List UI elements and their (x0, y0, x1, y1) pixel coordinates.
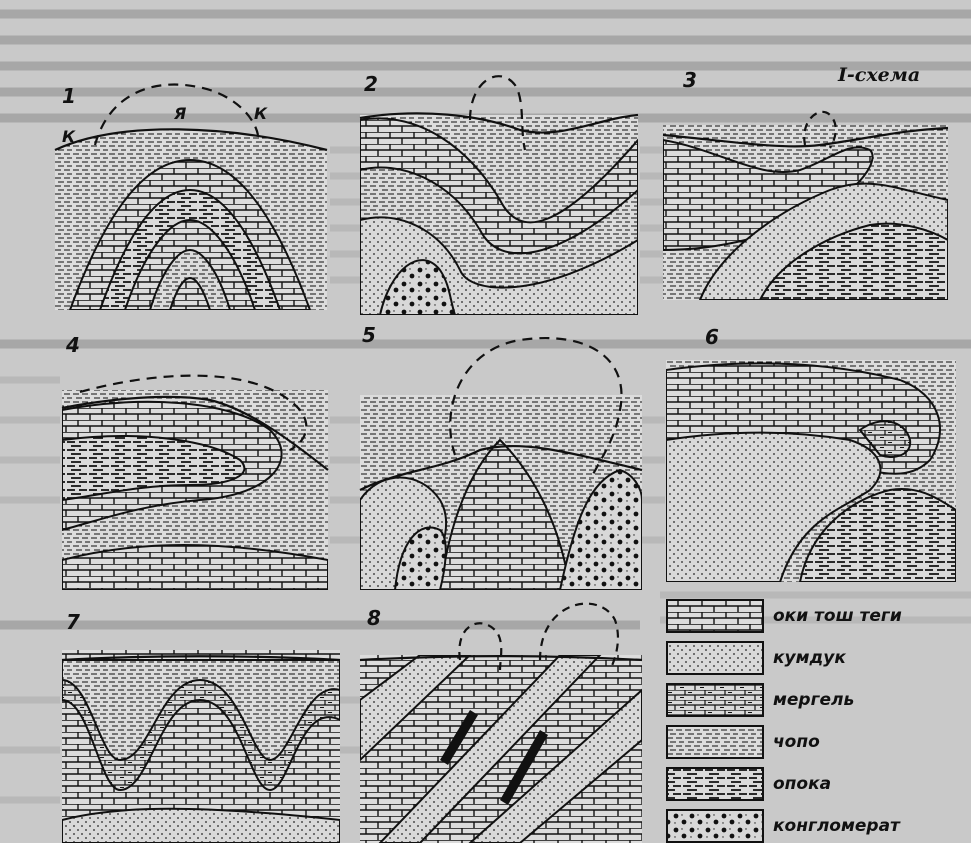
panel-2-number: 2 (364, 72, 378, 96)
panel-1-letter-k-left: К (62, 127, 75, 146)
panel-3-number: 3 (683, 68, 697, 92)
legend-label-marl: мергель (773, 690, 854, 710)
panel-4-number: 4 (66, 333, 80, 357)
legend-label-conglomerate: конгломерат (773, 816, 900, 836)
panel-8-inclined-beds (360, 655, 642, 843)
panel-6-complex-fold (666, 360, 956, 582)
panel-2-asymmetric-fold (360, 115, 638, 315)
legend-label-limestone: оки тош теги (773, 606, 902, 626)
panel-1-anticline (55, 129, 327, 310)
panel-7-folds (62, 650, 340, 843)
legend-label-clay: чопо (773, 732, 820, 752)
legend-label-sand: кумдук (773, 648, 846, 668)
panel-7-number: 7 (66, 610, 80, 634)
panel-8-number: 8 (367, 606, 381, 630)
panel-5-number: 5 (362, 323, 376, 347)
panel-6-number: 6 (705, 325, 719, 349)
scheme-title: I-схема (838, 64, 920, 86)
panel-1-letter-k-right: К (254, 104, 267, 123)
panel-1-letter-ya: Я (174, 104, 186, 123)
panel-4-recumbent-fold (62, 390, 328, 590)
panel-1-number: 1 (62, 84, 76, 108)
legend (667, 600, 763, 842)
panel-3-overturned-fold (663, 125, 948, 300)
panel-5-fan-fold (360, 395, 642, 590)
legend-label-opoka: опока (773, 774, 831, 794)
